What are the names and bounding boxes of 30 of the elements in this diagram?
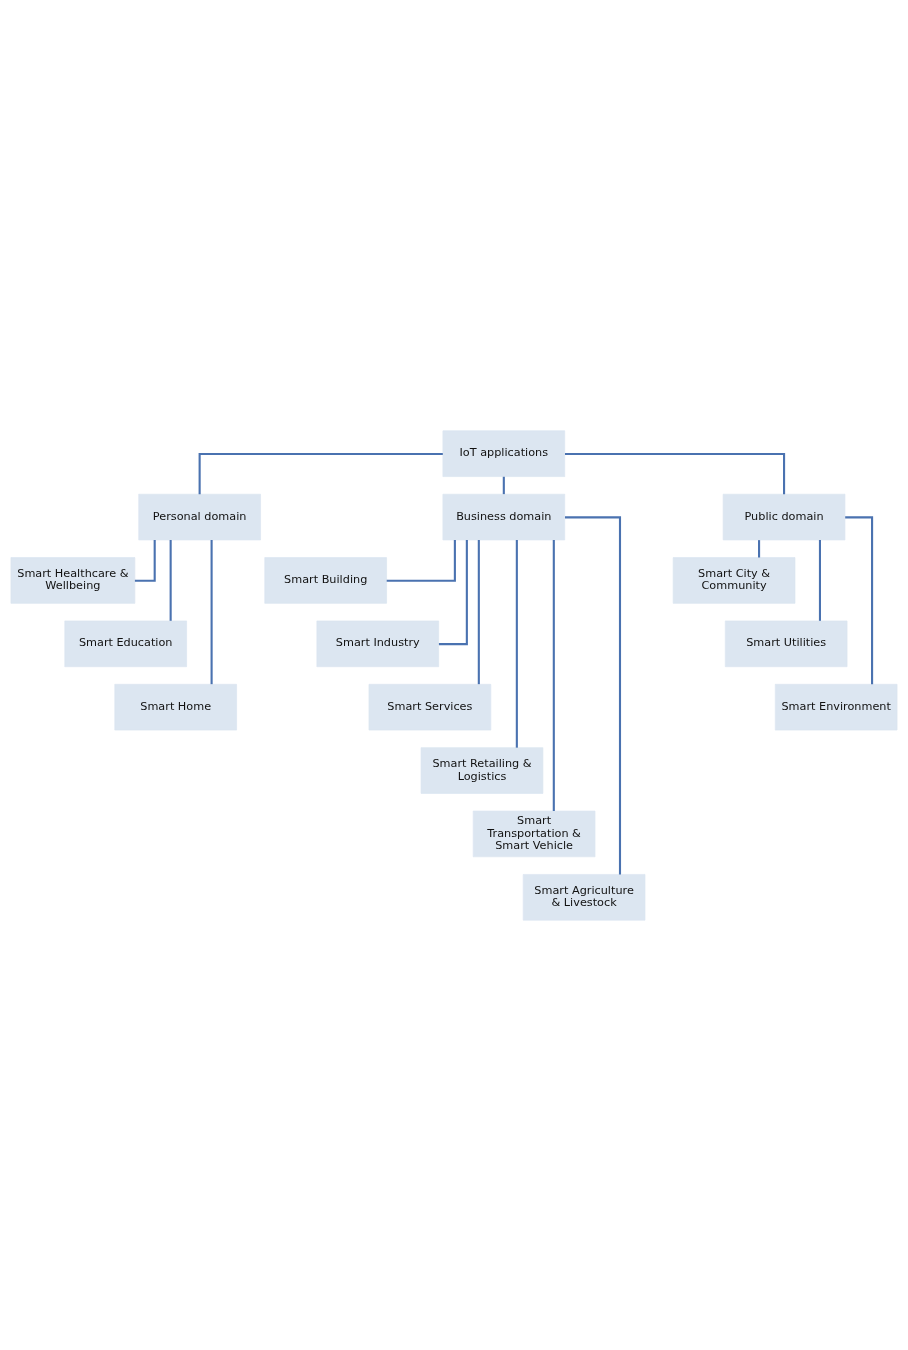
node-box: Business domain [442, 493, 566, 540]
node-box: Smart Building [264, 556, 387, 604]
node-box: Public domain [722, 493, 846, 540]
node-box: Smart Services [368, 683, 492, 730]
node-box: Personal domain [138, 493, 261, 540]
node-box: Smart Healthcare & Wellbeing [10, 556, 136, 604]
connector [564, 515, 622, 874]
connector [515, 539, 518, 748]
connector [845, 515, 874, 684]
connector [818, 539, 822, 621]
node-box: Smart Retailing & Logistics [420, 746, 544, 794]
node-box: IoT applications [442, 429, 566, 477]
connector [169, 539, 172, 621]
node-box: Smart Environment [774, 683, 898, 730]
connector [386, 539, 456, 582]
connector [552, 539, 555, 811]
connector [210, 539, 213, 684]
node-box: Smart Transportation & Smart Vehicle [472, 810, 596, 857]
connector [564, 452, 786, 494]
node-box: Smart Industry [316, 620, 440, 667]
connector [758, 539, 761, 557]
connector [198, 452, 443, 494]
node-box: Smart Education [64, 620, 187, 667]
node-box: Smart Home [114, 683, 237, 730]
node-box: Smart Utilities [724, 620, 848, 667]
connector [438, 539, 468, 645]
node-box: Smart Agriculture & Livestock [522, 873, 646, 921]
node-box: Smart City & Community [672, 556, 796, 604]
connector [502, 476, 505, 494]
connector [477, 539, 480, 684]
